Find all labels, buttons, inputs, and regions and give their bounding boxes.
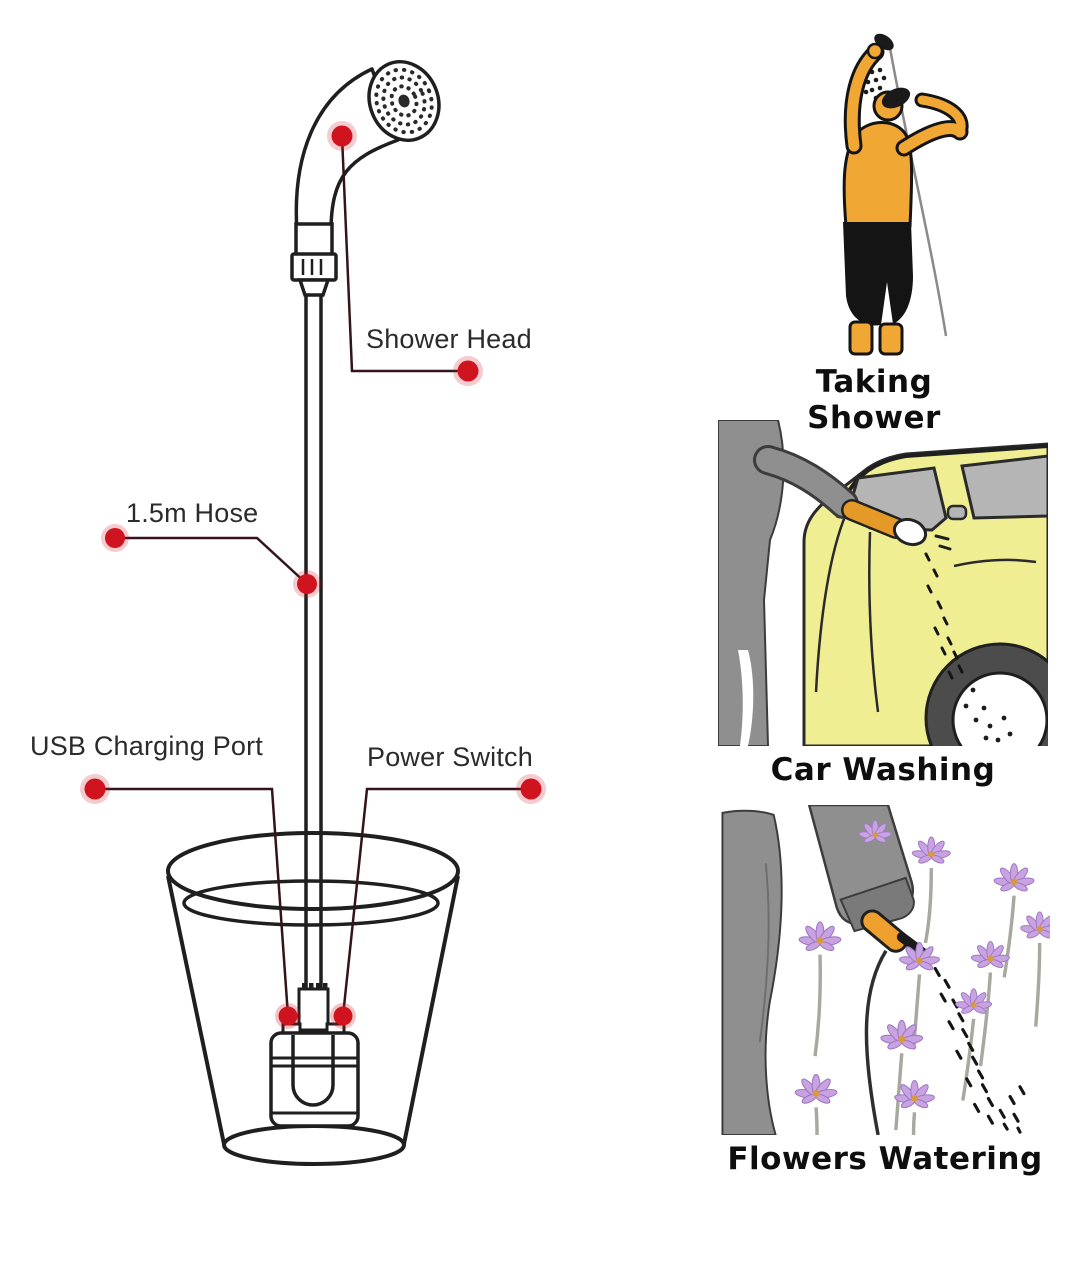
caption-flowers-watering: Flowers Watering: [727, 1141, 1043, 1177]
wheel-drops: [963, 687, 1013, 743]
usage-panel-flowers-watering: Flowers Watering: [720, 805, 1050, 1177]
nozzle-dots: [374, 67, 434, 135]
usage-panel-taking-shower: Taking Shower: [756, 28, 992, 436]
shower-diagram: [80, 60, 546, 1166]
person-arm: [721, 805, 931, 1135]
hose-line: [888, 47, 948, 337]
label-hose: 1.5m Hose: [126, 498, 259, 528]
side-mirror: [946, 504, 968, 521]
pump-drawing: [269, 983, 360, 1128]
label-shower-head: Shower Head: [366, 324, 532, 354]
flowers-watering-illustration: [721, 805, 1050, 1135]
leg-gap: [738, 650, 754, 746]
wheel: [924, 642, 1048, 746]
cuff: [839, 876, 915, 933]
hand: [863, 912, 905, 950]
hose-line: [864, 949, 888, 1135]
usage-panel-car-washing: Car Washing: [718, 420, 1048, 788]
callout-dots: [80, 121, 546, 1029]
person-figure: [718, 420, 928, 746]
caption-car-washing: Car Washing: [770, 752, 996, 788]
bare-forearm: [843, 501, 905, 537]
callout-lines: [95, 135, 531, 1017]
water-spray: [924, 552, 964, 680]
car-washing-illustration: [718, 420, 1048, 746]
arm-sleeve: [756, 448, 856, 516]
water-level-line: [182, 879, 440, 927]
label-power-switch: Power Switch: [367, 742, 533, 772]
label-usb-charging-port: USB Charging Port: [30, 731, 264, 761]
water-spray: [933, 966, 1026, 1134]
hose-drawing: [304, 294, 323, 990]
rear-window: [960, 454, 1048, 520]
taking-shower-illustration: [842, 33, 969, 356]
sprayer-in-hand: [892, 517, 928, 547]
caption-taking-shower: Taking Shower: [807, 364, 941, 436]
door-handle: [934, 534, 952, 551]
shower-head-drawing: [290, 60, 441, 297]
person-figure: [842, 33, 969, 356]
